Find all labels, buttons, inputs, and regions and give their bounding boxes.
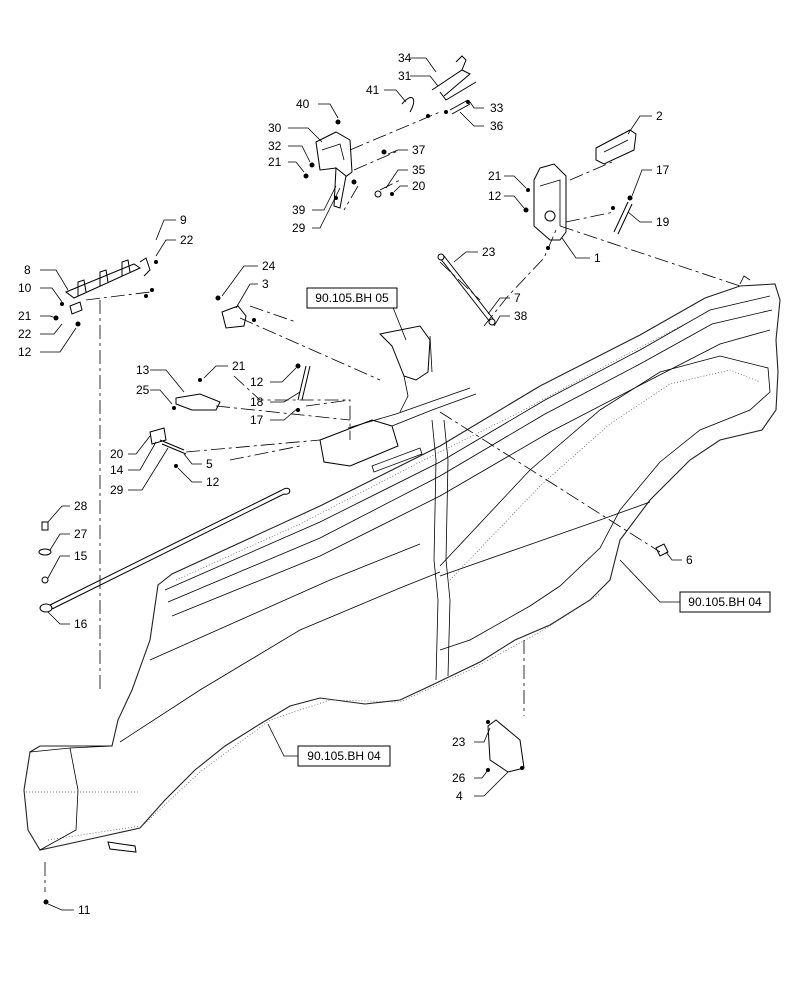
mount-bracket-assembly xyxy=(319,253,496,467)
callout-6: 6 xyxy=(686,553,693,567)
callout-22: 22 xyxy=(18,327,32,341)
callout-17: 17 xyxy=(250,413,264,427)
callout-28: 28 xyxy=(74,499,88,513)
callout-29: 29 xyxy=(110,483,124,497)
callout-25: 25 xyxy=(136,383,150,397)
callout-13: 13 xyxy=(136,363,150,377)
latch-assembly xyxy=(149,363,351,468)
callout-5: 5 xyxy=(206,457,213,471)
callout-23: 23 xyxy=(482,245,496,259)
callout-9: 9 xyxy=(180,213,187,227)
callout-23: 23 xyxy=(452,735,466,749)
reference-box-bh05[interactable]: 90.105.BH 05 xyxy=(306,287,398,309)
assembly-lines xyxy=(44,185,661,892)
reference-label: 90.105.BH 05 xyxy=(315,291,389,305)
callout-37: 37 xyxy=(412,143,426,157)
callout-26: 26 xyxy=(452,771,466,785)
callout-11: 11 xyxy=(78,903,91,917)
fender-panel xyxy=(23,275,781,853)
callout-19: 19 xyxy=(656,215,670,229)
upper-left-bracket xyxy=(53,257,158,327)
callout-27: 27 xyxy=(74,527,88,541)
upper-bracket-assembly xyxy=(303,55,477,209)
callout-12: 12 xyxy=(206,475,220,489)
callout-8: 8 xyxy=(24,263,31,277)
callout-21: 21 xyxy=(232,359,246,373)
callout-14: 14 xyxy=(110,463,124,477)
callout-16: 16 xyxy=(74,617,88,631)
callout-3: 3 xyxy=(262,277,269,291)
callout-22: 22 xyxy=(180,233,194,247)
right-bracket-assembly xyxy=(523,129,741,287)
callout-21: 21 xyxy=(488,169,502,183)
reference-box-bh04-bottom[interactable]: 90.105.BH 04 xyxy=(297,745,391,767)
callout-2: 2 xyxy=(656,109,663,123)
callout-32: 32 xyxy=(268,139,282,153)
callout-38: 38 xyxy=(514,309,528,323)
callout-17: 17 xyxy=(656,163,670,177)
reference-box-bh04-right[interactable]: 90.105.BH 04 xyxy=(679,591,771,613)
callout-12: 12 xyxy=(18,345,32,359)
callout-24: 24 xyxy=(262,259,276,273)
callout-20: 20 xyxy=(412,179,426,193)
callout-12: 12 xyxy=(488,189,502,203)
callout-21: 21 xyxy=(268,155,282,169)
callout-30: 30 xyxy=(268,121,282,135)
callout-20: 20 xyxy=(110,447,124,461)
callout-15: 15 xyxy=(74,549,88,563)
callout-21: 21 xyxy=(18,309,32,323)
callout-40: 40 xyxy=(296,97,310,111)
lower-bracket-4 xyxy=(486,719,525,773)
callout-41: 41 xyxy=(366,83,380,97)
small-clip-3 xyxy=(215,295,381,381)
pin-6 xyxy=(655,543,669,557)
callout-12: 12 xyxy=(250,375,264,389)
callout-29: 29 xyxy=(292,221,306,235)
callout-labels: 34 31 41 40 33 36 30 32 21 37 35 20 39 2… xyxy=(18,51,693,917)
prop-rod-16 xyxy=(38,487,291,905)
callout-4: 4 xyxy=(456,789,463,803)
reference-label: 90.105.BH 04 xyxy=(307,749,381,763)
callout-35: 35 xyxy=(412,163,426,177)
callout-31: 31 xyxy=(398,69,412,83)
callout-7: 7 xyxy=(514,291,521,305)
callout-18: 18 xyxy=(250,395,264,409)
reference-label: 90.105.BH 04 xyxy=(688,595,762,609)
callout-33: 33 xyxy=(490,101,504,115)
callout-10: 10 xyxy=(18,281,32,295)
callout-36: 36 xyxy=(490,119,504,133)
callout-34: 34 xyxy=(398,51,412,65)
callout-39: 39 xyxy=(292,203,306,217)
callout-1: 1 xyxy=(594,251,601,265)
